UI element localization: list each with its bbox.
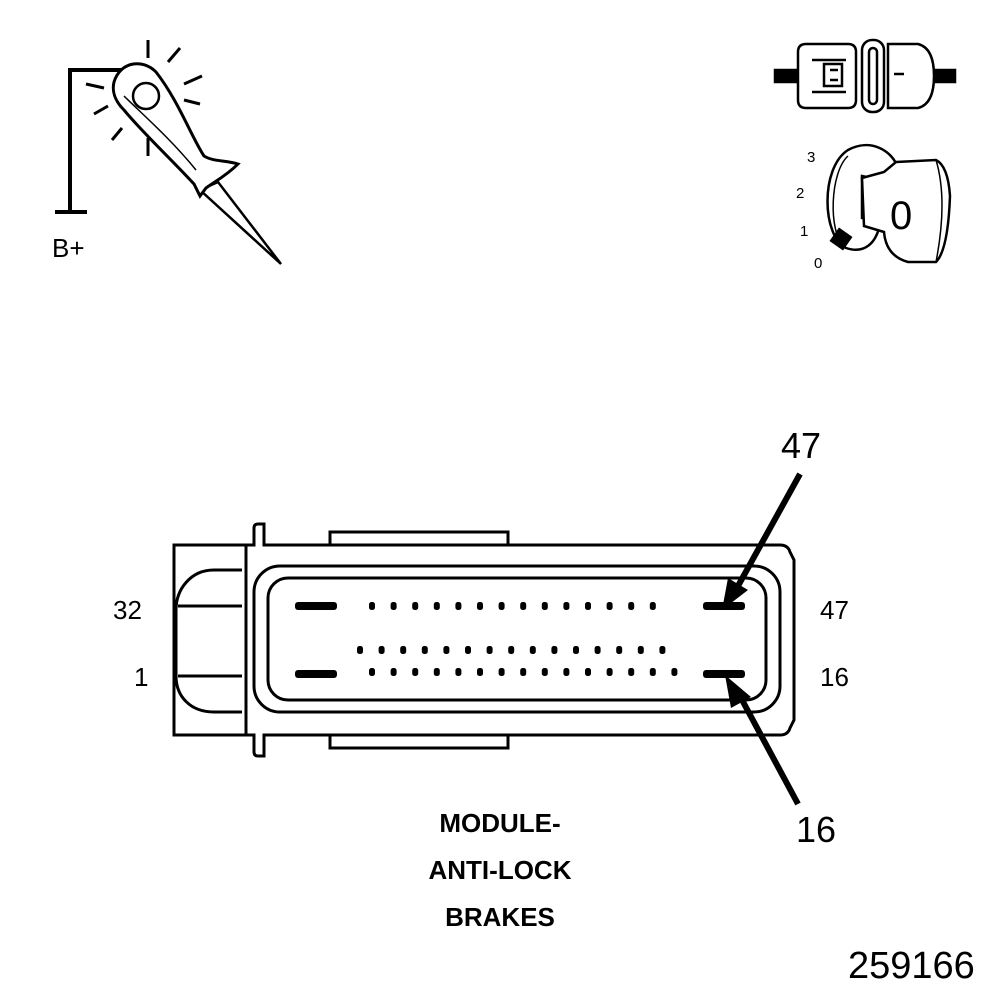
pin-middle-13 bbox=[616, 646, 623, 654]
caption-line-3: BRAKES bbox=[445, 902, 555, 932]
abs-module-connector bbox=[172, 522, 796, 758]
pin-top-5 bbox=[455, 602, 462, 610]
ignition-position-1-label: 1 bbox=[800, 223, 809, 240]
test-lamp-icon bbox=[55, 40, 282, 265]
pin-bottom-15 bbox=[671, 668, 678, 676]
pin-top-6 bbox=[477, 602, 483, 610]
connector-disconnected-icon bbox=[773, 38, 957, 114]
pin-slot-32 bbox=[295, 602, 337, 610]
pin-top-7 bbox=[498, 602, 505, 610]
pin-middle-5 bbox=[443, 646, 450, 654]
connector-face-outer bbox=[252, 564, 782, 714]
pin-middle-6 bbox=[465, 646, 471, 654]
ignition-position-2-label: 2 bbox=[796, 185, 805, 202]
pin-slot-1 bbox=[295, 670, 337, 678]
ignition-position-0-label: 0 bbox=[814, 255, 823, 272]
pin-top-2 bbox=[390, 602, 397, 610]
ignition-switch-icon bbox=[826, 144, 952, 264]
pin-middle-10 bbox=[551, 646, 558, 654]
callout-label-16: 16 bbox=[796, 809, 837, 850]
pin-bottom-9 bbox=[541, 668, 548, 676]
pin-bottom-1 bbox=[369, 668, 375, 676]
pin-middle-15 bbox=[659, 646, 666, 654]
test-lamp-logo bbox=[131, 81, 161, 111]
pin-bottom-12 bbox=[606, 668, 613, 676]
lamp-glow-rays bbox=[85, 40, 203, 156]
pin-bottom-7 bbox=[498, 668, 505, 676]
module-caption: MODULE- ANTI-LOCK BRAKES bbox=[380, 800, 620, 941]
pin-label-16: 16 bbox=[820, 662, 849, 692]
pin-middle-3 bbox=[400, 646, 407, 654]
pin-top-8 bbox=[520, 602, 527, 610]
pin-bottom-8 bbox=[520, 668, 527, 676]
ignition-key-head bbox=[860, 158, 952, 264]
pin-middle-2 bbox=[378, 646, 385, 654]
pin-bottom-2 bbox=[390, 668, 397, 676]
connector-pin-rows bbox=[357, 602, 678, 676]
callout-arrow-16 bbox=[725, 675, 801, 806]
caption-line-1: MODULE- bbox=[439, 808, 561, 838]
pin-bottom-3 bbox=[412, 668, 419, 676]
pin-top-1 bbox=[369, 602, 375, 610]
pin-top-9 bbox=[541, 602, 548, 610]
pin-slot-16 bbox=[703, 670, 745, 678]
pin-middle-14 bbox=[637, 646, 644, 654]
pin-top-14 bbox=[649, 602, 656, 610]
pin-middle-7 bbox=[486, 646, 493, 654]
pin-label-1: 1 bbox=[134, 662, 149, 692]
pin-bottom-11 bbox=[585, 668, 591, 676]
pin-label-47: 47 bbox=[820, 595, 849, 625]
test-lamp-probe-tip bbox=[197, 180, 282, 265]
pin-label-32: 32 bbox=[113, 595, 142, 625]
pin-top-4 bbox=[433, 602, 440, 610]
pin-middle-12 bbox=[594, 646, 601, 654]
pin-middle-8 bbox=[508, 646, 515, 654]
pin-bottom-5 bbox=[455, 668, 462, 676]
pin-top-3 bbox=[412, 602, 419, 610]
pin-top-12 bbox=[606, 602, 613, 610]
pin-top-11 bbox=[585, 602, 591, 610]
test-lamp-handle bbox=[111, 62, 241, 199]
callout-label-47: 47 bbox=[781, 425, 822, 466]
caption-line-2: ANTI-LOCK bbox=[428, 855, 572, 885]
test-lamp-lead-wire bbox=[55, 68, 124, 214]
pin-bottom-6 bbox=[477, 668, 483, 676]
ignition-key-label: 0 bbox=[890, 194, 913, 238]
b-plus-label: B+ bbox=[52, 233, 85, 263]
figure-id: 259166 bbox=[848, 945, 975, 987]
pin-top-13 bbox=[628, 602, 635, 610]
ignition-position-3-label: 3 bbox=[807, 149, 816, 166]
connector-lock-lever bbox=[172, 543, 248, 737]
pin-bottom-13 bbox=[628, 668, 635, 676]
pin-bottom-4 bbox=[433, 668, 440, 676]
pin-top-10 bbox=[563, 602, 570, 610]
pin-middle-11 bbox=[573, 646, 579, 654]
pin-middle-9 bbox=[529, 646, 536, 654]
callout-arrow-47 bbox=[722, 472, 803, 610]
connector-shell bbox=[246, 522, 796, 758]
pin-bottom-10 bbox=[563, 668, 570, 676]
pin-middle-4 bbox=[421, 646, 428, 654]
ignition-position-marker bbox=[829, 227, 853, 251]
pin-middle-1 bbox=[357, 646, 363, 654]
pin-bottom-14 bbox=[649, 668, 656, 676]
connector-face-inner bbox=[266, 576, 768, 702]
